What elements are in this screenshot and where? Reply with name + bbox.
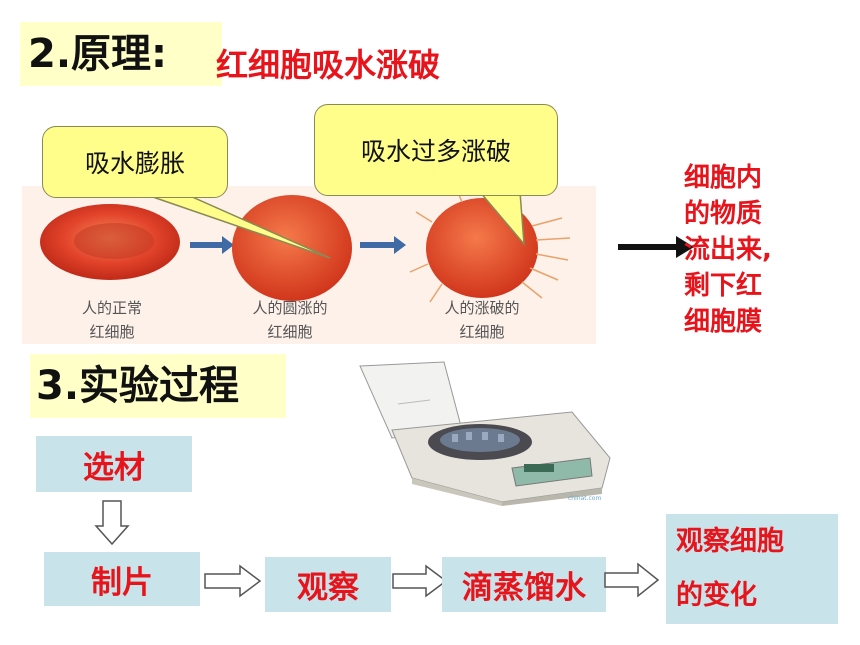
flow-step-observe: 观察 <box>265 557 391 612</box>
flow-step-select: 选材 <box>36 436 192 492</box>
cell-label-line: 人的正常 <box>81 299 142 317</box>
centrifuge-image: chinat.com <box>359 361 611 506</box>
side-note-line: 流出来, <box>684 235 772 265</box>
arrow-right-outline-icon <box>204 564 262 598</box>
flow-result-line: 的变化 <box>676 580 757 611</box>
arrow-down-icon <box>94 500 130 546</box>
arrow-icon <box>360 236 406 254</box>
flow-step-result: 观察细胞 的变化 <box>666 514 838 624</box>
swollen-cell <box>232 195 352 301</box>
normal-cell <box>40 204 180 280</box>
flow-step-prepare: 制片 <box>44 552 200 606</box>
cell-label-line: 人的圆涨的 <box>252 299 328 317</box>
watermark: chinat.com <box>568 495 601 502</box>
side-note-line: 细胞内 <box>684 163 763 193</box>
callout-swell: 吸水膨胀 <box>42 126 228 198</box>
side-note-line: 剩下红 <box>684 271 763 301</box>
cell-label-normal: 人的正常 红细胞 <box>52 296 172 344</box>
flow-result-line: 观察细胞 <box>676 526 784 557</box>
section2-heading: 2.原理: <box>28 31 168 77</box>
arrow-right-icon <box>618 236 694 258</box>
section3-heading: 3.实验过程 <box>36 363 240 409</box>
section2-heading-box <box>20 22 222 86</box>
cell-label-burst: 人的涨破的 红细胞 <box>412 296 552 344</box>
cell-label-swollen: 人的圆涨的 红细胞 <box>220 296 360 344</box>
arrow-right-outline-icon <box>604 562 660 598</box>
side-note-line: 细胞膜 <box>684 307 763 337</box>
flow-step-drip: 滴蒸馏水 <box>442 557 606 612</box>
section2-subtitle: 红细胞吸水涨破 <box>216 46 441 84</box>
arrow-right-outline-icon <box>392 564 448 598</box>
cell-label-line: 人的涨破的 <box>444 299 520 317</box>
cell-label-line: 红细胞 <box>89 323 135 341</box>
cell-label-line: 红细胞 <box>459 323 505 341</box>
arrow-icon <box>190 236 234 254</box>
section3-heading-box <box>30 354 286 418</box>
cell-label-line: 红细胞 <box>267 323 313 341</box>
side-note-line: 的物质 <box>684 199 763 229</box>
cell-illustration-svg <box>40 187 571 303</box>
callout-burst: 吸水过多涨破 <box>314 104 558 196</box>
side-note: 细胞内 的物质 流出来, 剩下红 细胞膜 <box>684 160 772 340</box>
